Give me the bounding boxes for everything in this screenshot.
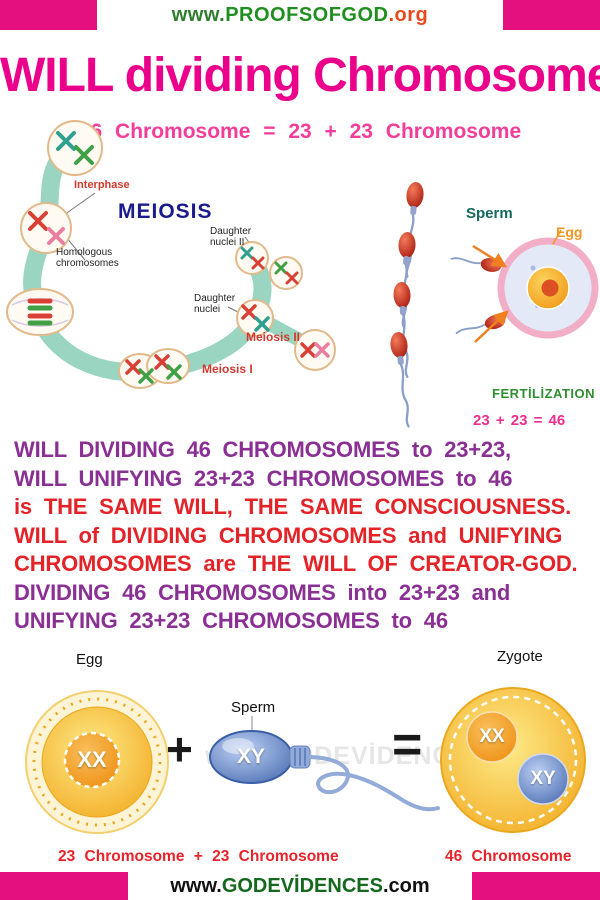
left-chromosome-caption: 23 Chromosome + 23 Chromosome xyxy=(58,848,339,865)
cells-daughter-nuclei-2 xyxy=(235,241,303,290)
message-line: is THE SAME WILL, THE SAME CONSCIOUSNESS… xyxy=(14,494,572,519)
page-subtitle: 46 Chromosome = 23 + 23 Chromosome xyxy=(78,120,522,143)
cell-interphase-green xyxy=(47,120,103,176)
zygote-chromosomes-xx: XX xyxy=(479,726,505,747)
message-line: WILL of DIVIDING CHROMOSOMES and UNIFYIN… xyxy=(14,522,563,548)
sperm-label: Sperm xyxy=(466,205,513,222)
top-right-corner-bar xyxy=(503,0,600,30)
bottom-website-url: www.GODEVİDENCES.com xyxy=(0,875,600,898)
egg-label: Egg xyxy=(556,224,583,240)
top-left-corner-bar xyxy=(0,0,97,30)
egg-chromosomes-xx: XX xyxy=(77,747,107,772)
bottom-left-corner-bar xyxy=(0,872,128,900)
message-line: DIVIDING 46 CHROMOSOMES into 23+23 and xyxy=(14,579,511,605)
url-segment: www. xyxy=(171,4,226,26)
interphase-label: Interphase xyxy=(74,179,130,191)
meiosis-2-label: Meiosis II xyxy=(246,330,301,344)
cell-meiosis-1 xyxy=(118,348,190,389)
url-segment: .com xyxy=(382,875,430,897)
right-chromosome-caption: 46 Chromosome xyxy=(445,848,572,865)
bottom-sperm-illustration xyxy=(209,716,440,812)
sperm-cells-illustration xyxy=(390,182,509,428)
egg-plus-sperm-zygote-diagram xyxy=(25,687,586,834)
url-segment: .org xyxy=(388,4,429,26)
page-title: WILL dividing Chromosomes xyxy=(0,49,600,102)
daughter-nuclei-2-label: Daughter nuclei II xyxy=(210,226,252,248)
sperm-chromosomes-xy: XY xyxy=(236,745,265,768)
top-website-url: www.PROOFSOFGOD.org xyxy=(0,4,600,27)
cell-metaphase xyxy=(6,288,74,336)
message-line: WILL DIVIDING 46 CHROMOSOMES to 23+23, xyxy=(14,437,511,462)
fertilization-title: FERTİLİZATION xyxy=(492,386,596,401)
message-line: WILL UNIFYING 23+23 CHROMOSOMES to 46 xyxy=(14,465,513,491)
cell-daughter-nuclei xyxy=(236,299,274,337)
bottom-right-corner-bar xyxy=(472,872,600,900)
message-block: WILL DIVIDING 46 CHROMOSOMES to 23+23, WI… xyxy=(14,436,594,636)
cell-homologous xyxy=(20,202,72,254)
url-segment: PROOFSOFGOD xyxy=(225,4,389,26)
message-line: CHROMOSOMES are THE WILL OF CREATOR-GOD. xyxy=(14,551,578,576)
bottom-sperm-label: Sperm xyxy=(231,699,276,716)
bottom-egg-label: Egg xyxy=(76,651,103,668)
meiosis-heading: MEIOSIS xyxy=(118,200,213,223)
url-segment: GODEVİDENCES xyxy=(221,875,383,897)
egg-cell-illustration xyxy=(497,229,599,339)
url-segment: www. xyxy=(170,875,222,897)
zygote-label: Zygote xyxy=(497,648,543,665)
homologous-chromosomes-label: Homologous chromosomes xyxy=(56,247,119,269)
daughter-nuclei-label: Daughter nuclei xyxy=(194,293,236,315)
zygote-illustration xyxy=(440,687,586,833)
fertilization-diagram xyxy=(390,182,599,428)
meiosis-1-label: Meiosis I xyxy=(202,362,253,376)
meiosis-diagram xyxy=(6,120,336,389)
zygote-chromosomes-xy: XY xyxy=(530,768,556,789)
bottom-egg-illustration xyxy=(25,690,169,834)
equals-sign: = xyxy=(392,716,423,774)
message-line: UNIFYING 23+23 CHROMOSOMES to 46 xyxy=(14,608,448,633)
plus-sign: + xyxy=(166,723,193,775)
cell-meiosis-2 xyxy=(294,329,336,371)
fertilization-equation: 23 + 23 = 46 xyxy=(473,412,566,429)
